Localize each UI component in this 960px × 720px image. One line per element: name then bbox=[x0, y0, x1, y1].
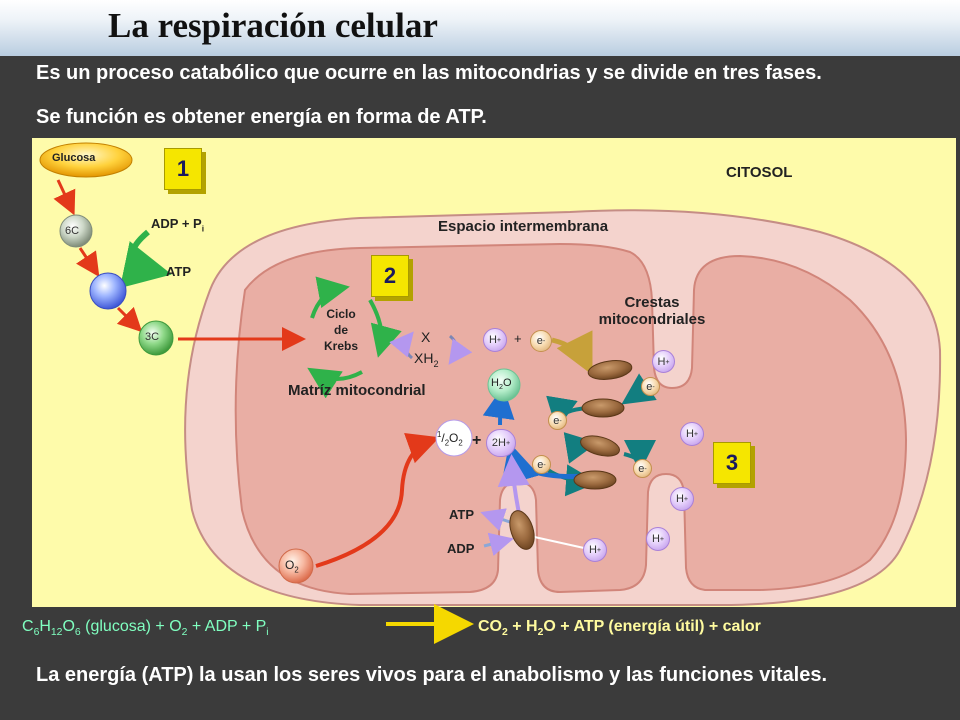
conclusion-text: La energía (ATP) la usan los seres vivos… bbox=[36, 664, 828, 686]
complex-1 bbox=[587, 360, 633, 380]
complex-2 bbox=[581, 398, 625, 418]
intro-line-2: Se función es obtener energía en forma d… bbox=[36, 106, 487, 128]
equation-right: CO2 + H2O + ATP (energía útil) + calor bbox=[478, 618, 761, 639]
e-ion-5: e- bbox=[633, 459, 652, 478]
plus-sign: + bbox=[514, 331, 522, 346]
atp-synthase bbox=[509, 510, 535, 550]
phase-1-box: 1 bbox=[164, 148, 202, 190]
intro-line-1: Es un proceso catabólico que ocurre en l… bbox=[36, 62, 822, 84]
h2o-ball bbox=[487, 368, 521, 402]
adp-pi-label: ADP + Pi bbox=[151, 216, 205, 234]
half-o2-label: 1/2O2 bbox=[437, 430, 463, 448]
o2-label: O2 bbox=[285, 558, 299, 575]
o2-ball bbox=[278, 548, 314, 584]
citosol-label: CITOSOL bbox=[726, 164, 793, 181]
h-ion-2: H+ bbox=[652, 350, 675, 373]
matriz-label: Matríz mitocondrial bbox=[288, 382, 426, 399]
glucosa-oval bbox=[39, 142, 133, 178]
six-c-label: 6C bbox=[65, 225, 80, 237]
phase-3-box: 3 bbox=[713, 442, 751, 484]
h-ion-3: H+ bbox=[680, 422, 704, 446]
e-ion-2: e- bbox=[641, 377, 660, 396]
three-c-ball bbox=[138, 320, 174, 356]
h2o-label: H2O bbox=[491, 377, 512, 392]
e-ion-1: e- bbox=[530, 330, 552, 352]
plus-sign-2: + bbox=[472, 432, 482, 449]
adp-bottom-label: ADP bbox=[447, 541, 475, 556]
h-ion-4: H+ bbox=[670, 487, 694, 511]
h-ion-1: H+ bbox=[483, 328, 507, 352]
mito-inner-membrane bbox=[234, 242, 908, 596]
title-bar bbox=[0, 0, 960, 56]
half-o2-ball bbox=[435, 419, 473, 457]
blue-ball bbox=[89, 272, 127, 310]
slide-title: La respiración celular bbox=[108, 6, 438, 45]
glucosa-label: Glucosa bbox=[52, 152, 96, 164]
three-c-label: 3C bbox=[145, 331, 160, 343]
e-ion-4: e- bbox=[532, 455, 551, 474]
two-h-ion: 2H+ bbox=[486, 429, 516, 457]
x-label: X bbox=[421, 329, 431, 345]
e-ion-3: e- bbox=[548, 411, 567, 430]
complex-3 bbox=[580, 435, 620, 457]
espacio-label: Espacio intermembrana bbox=[438, 218, 609, 235]
oxygen-arrow bbox=[315, 433, 440, 568]
h-ion-5: H+ bbox=[646, 527, 670, 551]
equation-left: C6H12O6 (glucosa) + O2 + ADP + Pi bbox=[22, 618, 269, 639]
xh2-label: XH2 bbox=[414, 350, 439, 369]
h-ion-6: H+ bbox=[583, 538, 607, 562]
atp-top-label: ATP bbox=[166, 264, 192, 279]
complex-4 bbox=[573, 470, 617, 490]
atp-bottom-label: ATP bbox=[449, 507, 475, 522]
phase-2-box: 2 bbox=[371, 255, 409, 297]
six-c-ball bbox=[59, 214, 93, 248]
